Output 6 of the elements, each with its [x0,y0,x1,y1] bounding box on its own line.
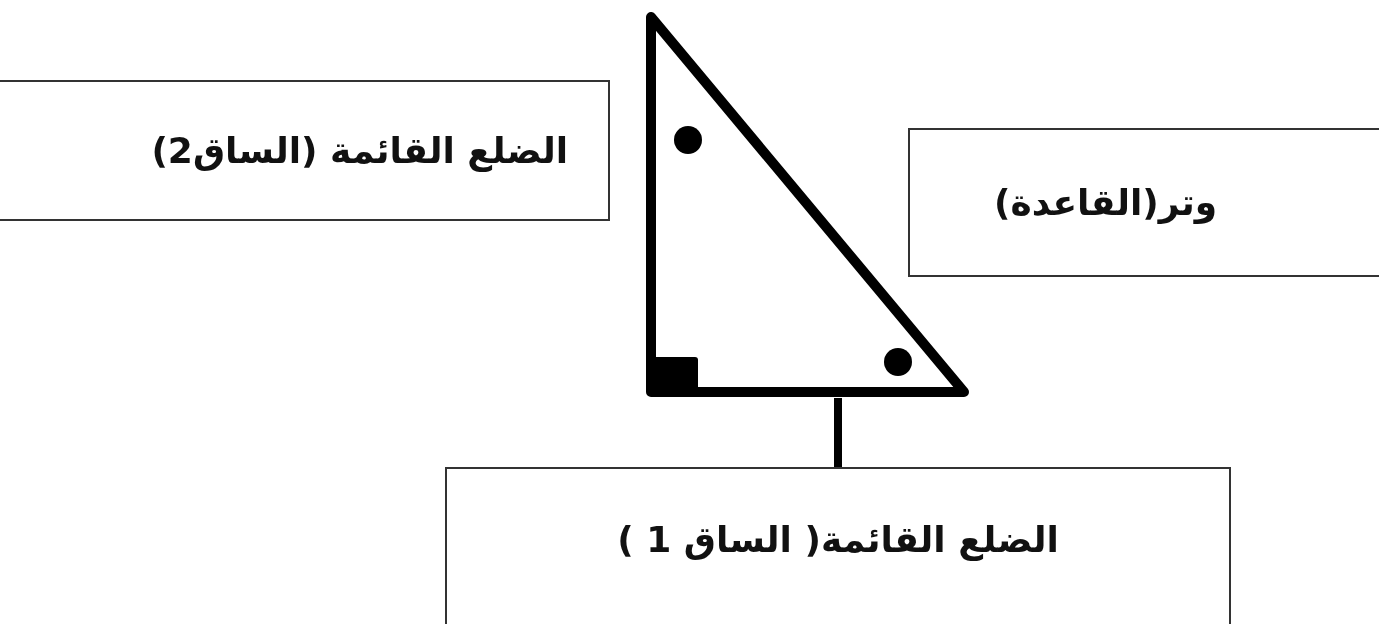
side-label: الضلع القائمة( الساق 1 ) [617,519,1059,560]
label-box [908,128,1379,277]
side-label: الضلع القائمة (الساق2) [151,130,568,171]
label-box [445,467,1231,624]
label-box [0,80,610,221]
side-label: وتر(القاعدة) [993,182,1218,223]
